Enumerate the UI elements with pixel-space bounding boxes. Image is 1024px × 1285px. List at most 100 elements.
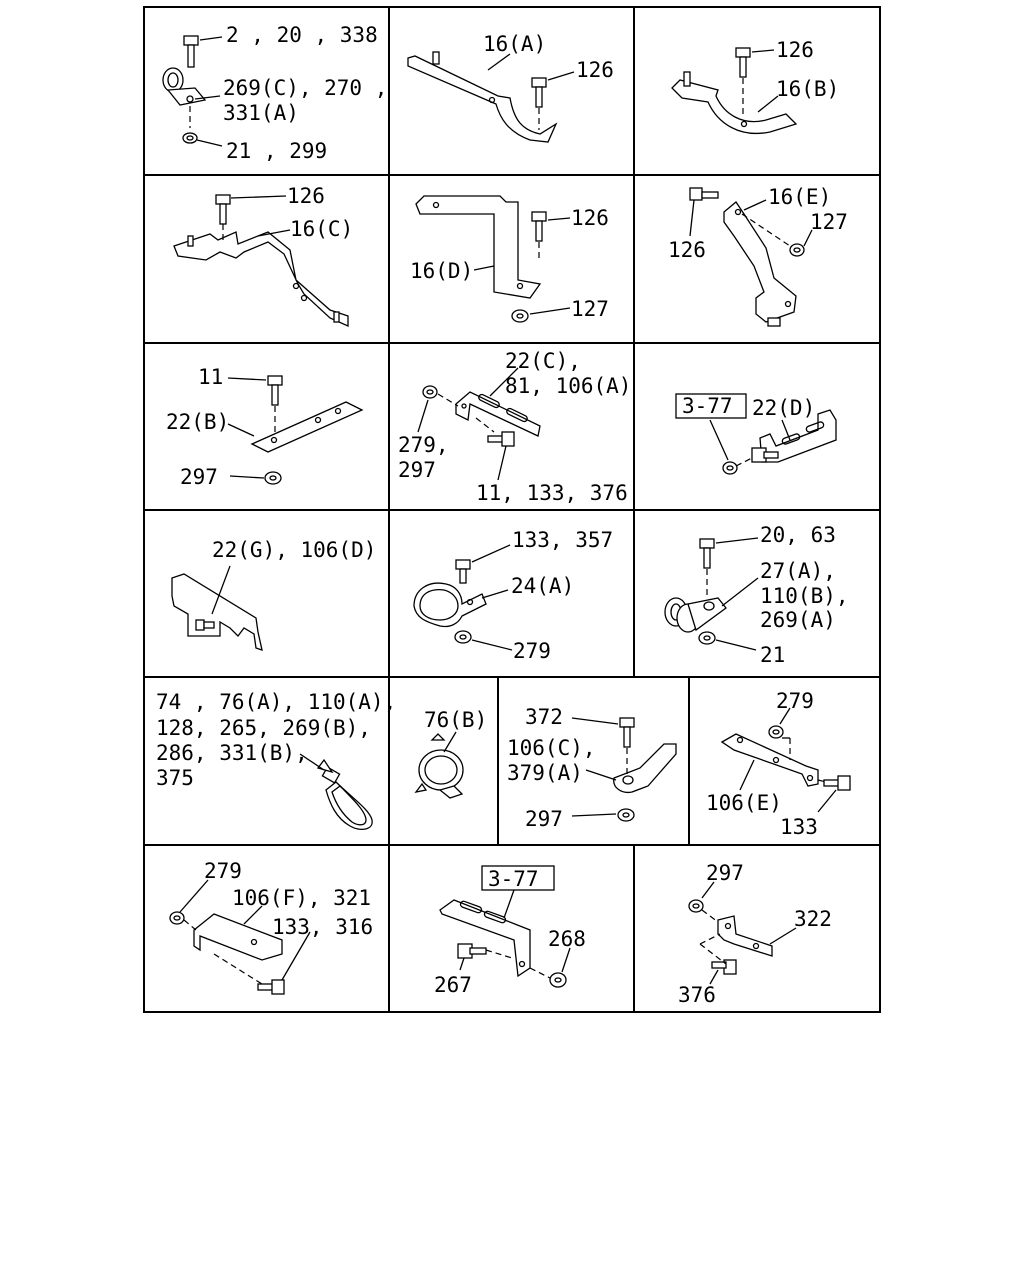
ref-box: [481, 865, 555, 891]
cell5-label1: 126: [571, 206, 609, 230]
bracket-part: [759, 409, 837, 463]
cell4-label2: 16(C): [290, 217, 353, 241]
cell17-label3: 133, 316: [272, 915, 373, 939]
cell15-label2: 106(C),: [507, 736, 596, 760]
cell19-label3: 376: [678, 983, 716, 1007]
clip-part: [162, 67, 207, 106]
cell19-label1: 297: [706, 861, 744, 885]
bolt-part: [699, 538, 715, 569]
nut-part: [182, 132, 198, 144]
cell-bracket-22c: 22(C), 81, 106(A) 279, 297 11, 133, 376: [398, 349, 631, 505]
cell8-label1: 22(C),: [505, 349, 581, 373]
cell-plate-22b: 11 22(B) 297: [166, 365, 364, 489]
cell2-label2: 126: [576, 58, 614, 82]
cell8-label2: 81, 106(A): [505, 374, 631, 398]
bolt-part: [531, 211, 547, 242]
nut-part: [549, 972, 567, 988]
cell12-label3: 110(B),: [760, 584, 849, 608]
bracket-part: [717, 915, 773, 957]
cell16-label1: 279: [776, 689, 814, 713]
cell-cable-tie: 74 , 76(A), 110(A), 128, 265, 269(B), 28…: [156, 690, 396, 831]
nut-part: [169, 911, 185, 925]
cell3-label1: 126: [776, 38, 814, 62]
bolt-part: [711, 959, 737, 975]
cell11-label2: 24(A): [511, 574, 574, 598]
cell-bracket-16b: 126 16(B): [671, 38, 839, 134]
cell12-label5: 21: [760, 643, 785, 667]
cell1-label1: 2 , 20 , 338: [226, 23, 378, 47]
clamp-part: [413, 582, 487, 628]
cell5-label2: 16(D): [410, 259, 473, 283]
nut-part: [688, 899, 704, 913]
cell12-label2: 27(A),: [760, 559, 836, 583]
bolt-part: [257, 979, 285, 995]
bracket-part: [171, 573, 263, 651]
cell15-label1: 372: [525, 705, 563, 729]
cell18-label2: 267: [434, 973, 472, 997]
nut-part: [789, 243, 805, 257]
cell-bracket-322: 297 322 376: [678, 861, 832, 1007]
cell6-label1: 16(E): [768, 185, 831, 209]
cell11-label3: 279: [513, 639, 551, 663]
bolt-part: [531, 77, 547, 108]
nut-part: [264, 471, 282, 485]
cell10-label1: 22(G), 106(D): [212, 538, 376, 562]
cell12-label4: 269(A): [760, 608, 836, 632]
cell13-label3: 286, 331(B),: [156, 741, 308, 765]
bracket-part: [455, 391, 541, 437]
cell6-label3: 126: [668, 238, 706, 262]
bolt-part: [823, 775, 851, 791]
cell13-label4: 375: [156, 766, 194, 790]
bolt-part: [215, 194, 231, 225]
bolt-part: [619, 717, 635, 748]
cell1-label3: 331(A): [223, 101, 299, 125]
cell-bracket-16e: 16(E) 127 126: [668, 185, 848, 327]
nut-part: [454, 630, 472, 644]
bolt-part: [455, 559, 471, 584]
cell14-label1: 76(B): [424, 708, 487, 732]
cell-bracket-16d: 126 16(D) 127: [410, 195, 609, 323]
cell13-label2: 128, 265, 269(B),: [156, 716, 371, 740]
bolt-part: [457, 943, 487, 959]
nut-part: [722, 461, 738, 475]
bracket-part: [193, 913, 283, 961]
diagram-grid: [143, 6, 881, 1013]
cell2-label1: 16(A): [483, 32, 546, 56]
bolt-part: [183, 35, 199, 68]
nut-part: [768, 725, 784, 739]
cell-bracket-106f: 279 106(F), 321 133, 316: [169, 859, 373, 995]
clamp-part: [414, 733, 464, 799]
bracket-part: [415, 195, 542, 299]
nut-part: [617, 808, 635, 822]
nut-part: [698, 631, 716, 645]
cell-clamp-76b: 76(B): [414, 708, 487, 799]
cell17-label2: 106(F), 321: [232, 886, 371, 910]
bolt-part: [689, 187, 719, 201]
clip-part: [664, 597, 727, 633]
bracket-part: [720, 733, 819, 787]
bolt-part: [735, 47, 751, 78]
bracket-part: [407, 51, 558, 143]
ref-box: [675, 393, 747, 419]
cell12-label1: 20, 63: [760, 523, 836, 547]
cell-bracket-22g: 22(G), 106(D): [171, 538, 376, 651]
cell7-label1: 11: [198, 365, 223, 389]
cell17-label1: 279: [204, 859, 242, 883]
cell-bracket-16c: 126 16(C): [173, 184, 353, 328]
cell-bracket-106e: 279 106(E) 133: [706, 689, 851, 839]
cell9-ref: 3-77: [682, 394, 733, 418]
nut-part: [511, 309, 529, 323]
cell18-label1: 268: [548, 927, 586, 951]
cell-clip-27a: 20, 63 27(A), 110(B), 269(A) 21: [664, 523, 849, 667]
cell13-label1: 74 , 76(A), 110(A),: [156, 690, 396, 714]
cell-bracket-106c: 372 106(C), 379(A) 297: [507, 705, 677, 831]
cell1-label4: 21 , 299: [226, 139, 327, 163]
bolt-part: [487, 431, 515, 447]
bolt-part: [267, 375, 283, 406]
cell-bracket-3-77: 3-77 268 267: [434, 865, 586, 997]
cell16-label3: 133: [780, 815, 818, 839]
cell16-label2: 106(E): [706, 791, 782, 815]
cell-bracket-16a: 16(A) 126: [407, 32, 614, 143]
